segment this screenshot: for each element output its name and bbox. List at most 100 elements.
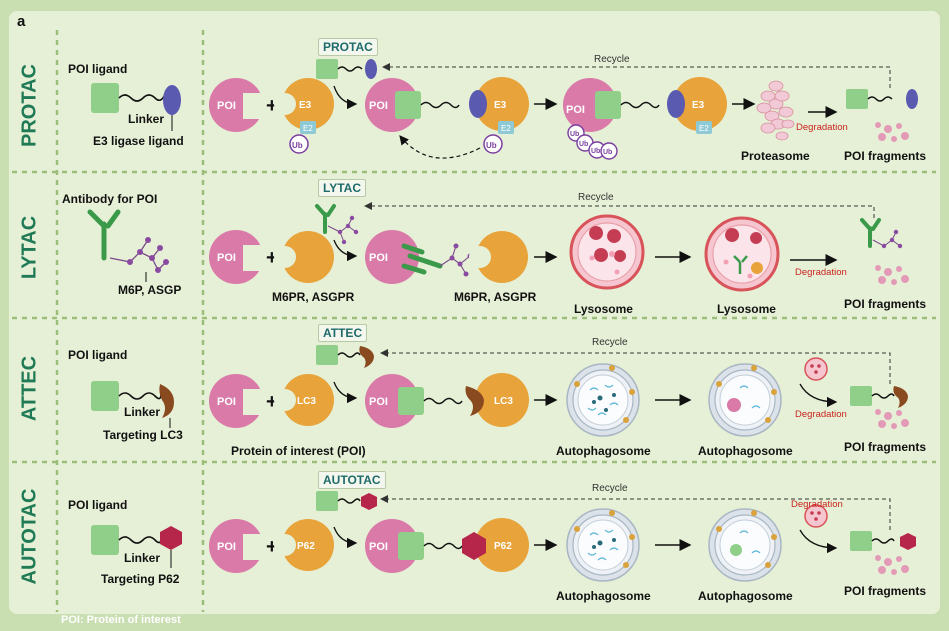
lytac-legend-graphic — [87, 209, 169, 282]
lytac-legend-antibody: Antibody for POI — [62, 192, 158, 206]
svg-text:Ub: Ub — [292, 141, 303, 150]
svg-text:+: + — [266, 95, 278, 117]
lytac-legend-m6p: M6P, ASGP — [118, 283, 182, 297]
autophagosome-4-graphic — [708, 508, 782, 582]
attec-small-lysosome — [804, 357, 828, 381]
autotac-p62-1: P62 — [274, 519, 334, 571]
svg-text:POI: POI — [217, 252, 236, 264]
protac-legend-graphic — [91, 83, 181, 131]
svg-text:POI: POI — [369, 100, 388, 112]
svg-text:E3: E3 — [692, 100, 705, 111]
attec-degradation-label: Degradation — [795, 409, 847, 420]
figure-label: a — [17, 13, 26, 30]
attec-legend-ligand: POI ligand — [68, 348, 128, 362]
svg-text:P62: P62 — [297, 541, 315, 552]
protac-fragments-label: POI fragments — [844, 149, 927, 163]
attec-recycle-label: Recycle — [592, 337, 628, 348]
proteasome-label: Proteasome — [741, 149, 810, 163]
svg-text:Ub: Ub — [603, 149, 612, 156]
autophagosome-1-graphic — [566, 363, 640, 437]
protac-fragments — [875, 122, 909, 142]
autotac-legend-ligand: POI ligand — [68, 498, 128, 512]
autotac-complex: POI P62 — [365, 518, 529, 573]
lysosome-1-graphic — [569, 214, 645, 290]
lytac-complex: POI — [365, 230, 528, 284]
svg-text:POI: POI — [217, 396, 236, 408]
lytac-fragments — [875, 265, 909, 285]
svg-text:POI: POI — [369, 396, 388, 408]
svg-text:E3: E3 — [494, 100, 507, 111]
attec-poi-1: POI — [209, 374, 265, 428]
autophagosome-3-graphic — [566, 508, 640, 582]
svg-text:E3: E3 — [299, 100, 312, 111]
svg-text:Ub: Ub — [591, 148, 600, 155]
lytac-poi-1: POI — [209, 230, 265, 284]
protac-tag: PROTAC — [318, 38, 378, 56]
attec-tag: ATTEC — [318, 324, 368, 342]
attec-fragments-label: POI fragments — [844, 440, 927, 454]
attec-lc3-1: LC3 — [274, 374, 334, 426]
autotac-recycle-label: Recycle — [592, 483, 628, 494]
lytac-receptor-1 — [274, 231, 334, 283]
lytac-tag: LYTAC — [318, 179, 367, 197]
svg-text:Ub: Ub — [486, 141, 497, 150]
lytac-recycle-label: Recycle — [578, 192, 614, 203]
protac-molecule-top — [316, 59, 377, 79]
lysosome-label-1: Lysosome — [574, 302, 633, 316]
protac-legend-ligand: POI ligand — [68, 62, 128, 76]
autotac-small-lysosome — [804, 504, 828, 528]
attec-legend-graphic — [91, 381, 174, 428]
protac-ternary-complex: POI E3 E2 Ub — [365, 77, 529, 154]
lytac-recycled-molecule — [860, 218, 903, 249]
autophagosome-label-1: Autophagosome — [556, 444, 651, 458]
svg-text:P62: P62 — [494, 541, 512, 552]
svg-text:POI: POI — [369, 541, 388, 553]
autotac-molecule-top — [316, 491, 377, 511]
protac-legend-e3: E3 ligase ligand — [93, 134, 184, 148]
svg-text:POI: POI — [566, 104, 585, 116]
svg-text:POI: POI — [369, 252, 388, 264]
row-separators — [12, 30, 936, 612]
attec-legend-linker: Linker — [124, 405, 161, 419]
svg-text:POI: POI — [217, 541, 236, 553]
attec-legend-target: Targeting LC3 — [103, 428, 183, 442]
svg-text:+: + — [266, 247, 278, 269]
lytac-degradation-label: Degradation — [795, 267, 847, 278]
lytac-molecule-top — [315, 204, 359, 245]
svg-text:+: + — [266, 536, 278, 558]
protac-e3-1: E3 E2 Ub — [274, 78, 334, 154]
svg-text:E2: E2 — [501, 124, 511, 133]
svg-text:Ub: Ub — [579, 141, 588, 148]
svg-text:Ub: Ub — [570, 131, 579, 138]
attec-complex: POI LC3 — [365, 373, 529, 428]
lytac-receptor-label-2: M6PR, ASGPR — [454, 290, 537, 304]
protac-degradation-label: Degradation — [796, 122, 848, 133]
autotac-degradation-label: Degradation — [791, 499, 843, 510]
autotac-legend-graphic — [91, 525, 182, 568]
autotac-fragments — [875, 555, 909, 575]
autophagosome-label-2: Autophagosome — [698, 444, 793, 458]
protac-poi-1: POI — [209, 78, 265, 132]
autotac-recycled-molecule — [850, 531, 916, 551]
autotac-fragments-label: POI fragments — [844, 584, 927, 598]
protac-recycle-label: Recycle — [594, 54, 630, 65]
svg-text:LC3: LC3 — [297, 396, 316, 407]
svg-text:POI: POI — [217, 100, 236, 112]
attec-recycled-molecule — [850, 386, 908, 408]
autotac-legend-target: Targeting P62 — [101, 572, 180, 586]
autophagosome-label-3: Autophagosome — [556, 589, 651, 603]
autophagosome-2-graphic — [708, 363, 782, 437]
poi-caption: Protein of interest (POI) — [231, 444, 366, 458]
lytac-fragments-label: POI fragments — [844, 297, 927, 311]
autotac-legend-linker: Linker — [124, 551, 161, 565]
protac-legend-linker: Linker — [128, 112, 165, 126]
autophagosome-label-4: Autophagosome — [698, 589, 793, 603]
svg-text:E2: E2 — [699, 124, 709, 133]
footnote: POI: Protein of interest — [61, 614, 181, 626]
lysosome-2-graphic — [704, 216, 780, 292]
protac-recycled-molecule — [846, 89, 918, 109]
lysosome-label-2: Lysosome — [717, 302, 776, 316]
